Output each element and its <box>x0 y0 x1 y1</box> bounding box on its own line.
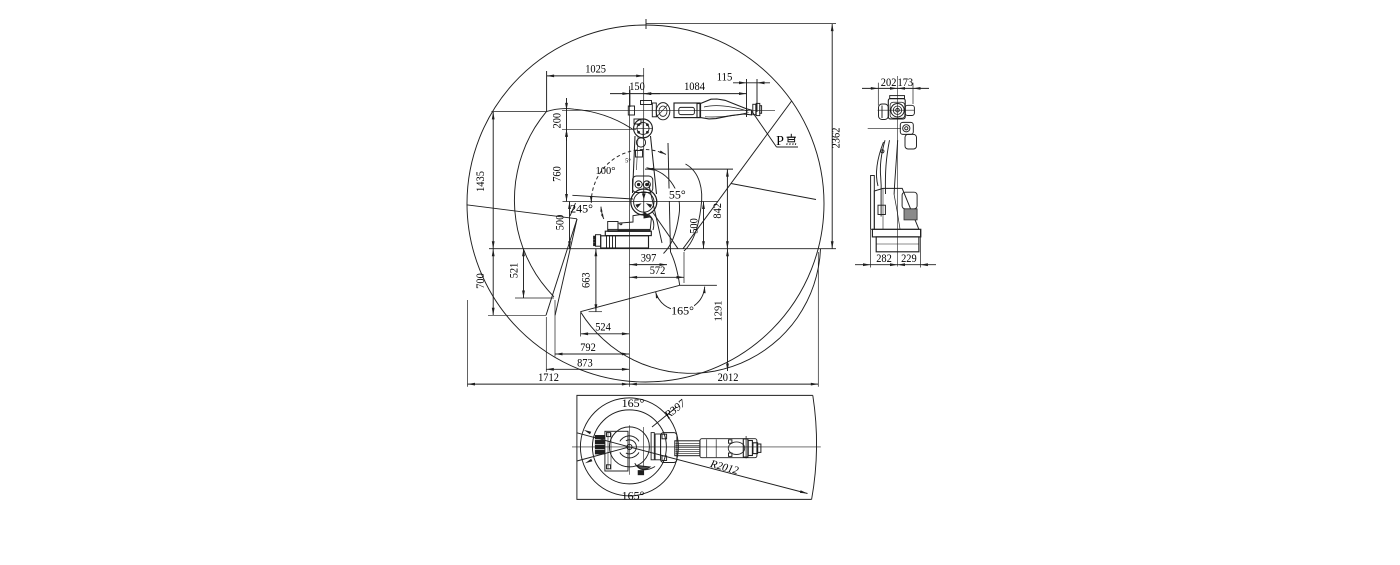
svg-text:165°: 165° <box>622 489 645 503</box>
svg-text:842: 842 <box>710 203 724 219</box>
svg-text:500: 500 <box>552 215 566 231</box>
svg-text:500: 500 <box>686 218 700 234</box>
svg-text:165°: 165° <box>671 304 694 318</box>
svg-text:282: 282 <box>876 251 892 265</box>
svg-text:150: 150 <box>629 79 645 93</box>
svg-text:1084: 1084 <box>684 79 705 93</box>
svg-text:760: 760 <box>549 166 563 182</box>
svg-text:229: 229 <box>901 251 917 265</box>
svg-text:873: 873 <box>577 355 593 369</box>
svg-text:1025: 1025 <box>585 62 606 76</box>
svg-text:1435: 1435 <box>473 171 487 192</box>
svg-text:663: 663 <box>579 272 593 288</box>
svg-text:1291: 1291 <box>713 301 724 322</box>
svg-text:P: P <box>776 134 784 149</box>
svg-text:165°: 165° <box>622 396 645 410</box>
svg-text:1712: 1712 <box>538 370 559 384</box>
svg-text:521: 521 <box>506 263 520 279</box>
svg-text:792: 792 <box>580 340 596 354</box>
svg-text:397: 397 <box>641 250 657 264</box>
svg-text:5°: 5° <box>625 158 631 165</box>
svg-text:202: 202 <box>881 75 897 89</box>
svg-text:173: 173 <box>898 75 914 89</box>
svg-text:700: 700 <box>473 273 487 289</box>
svg-text:572: 572 <box>650 263 666 277</box>
svg-text:55°: 55° <box>669 188 686 202</box>
svg-text:115: 115 <box>717 69 733 83</box>
svg-text:245°: 245° <box>570 202 593 216</box>
svg-text:524: 524 <box>595 319 611 333</box>
svg-text:2362: 2362 <box>829 128 843 149</box>
svg-text:2012: 2012 <box>718 370 739 384</box>
svg-text:200: 200 <box>549 113 563 129</box>
svg-text:100°: 100° <box>596 166 616 177</box>
